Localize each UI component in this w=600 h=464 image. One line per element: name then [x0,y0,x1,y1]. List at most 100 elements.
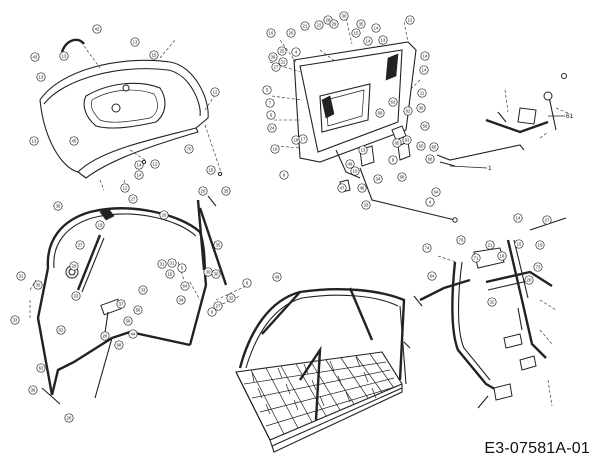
callout-number: 44 [131,332,136,337]
callout-number: 31 [170,261,175,266]
callout-number: 19 [273,147,278,152]
callout-number: 76 [459,238,464,243]
callout-number: 30 [206,270,211,275]
callout-number: 46 [360,186,365,191]
callout-number: 15 [517,242,522,247]
callout-64: 64 [180,281,190,291]
callout-36: 36 [416,103,426,113]
callout-number: 10 [353,169,358,174]
callout-number: 15 [168,272,173,277]
callout-number: 33 [74,294,79,299]
callout-7: 7 [265,98,275,108]
callout-19: 19 [535,240,545,250]
callout-20: 20 [159,210,169,220]
callout-76: 76 [456,235,466,245]
callout-49: 49 [272,272,282,282]
callout-number: 27 [545,218,550,223]
callout-number: 12 [153,162,158,167]
callout-number: 34 [376,177,381,182]
callout-62: 62 [403,106,413,116]
callout-13: 13 [29,136,39,146]
callout-30: 30 [203,267,213,277]
callout-21: 21 [300,21,310,31]
callout-12: 12 [210,87,220,97]
callout-number: 17 [301,137,306,142]
callout-13: 13 [358,145,368,155]
callout-43: 43 [30,52,40,62]
callout-16: 16 [497,251,507,261]
callout-number: 15 [209,168,214,173]
callout-63: 63 [388,97,398,107]
callout-number: 62 [406,109,411,114]
callout-12: 12 [120,183,130,193]
callout-number: 68 [117,343,122,348]
callout-number: 32 [229,296,234,301]
callout-number: 32 [490,300,495,305]
callout-37: 37 [75,240,85,250]
callout-number: 34 [179,298,184,303]
callout-number: 20 [201,189,206,194]
callout-15: 15 [149,50,159,60]
callout-68: 68 [397,172,407,182]
pedal-frame-assembly [413,217,567,409]
callout-number: 12 [408,18,413,23]
callout-15: 15 [206,165,216,175]
callout-number: 14 [422,68,427,73]
callout-number: 12 [213,90,218,95]
callout-31: 31 [167,258,177,268]
callout-13: 13 [36,72,46,82]
callout-number: 63 [405,138,410,143]
callout-44: 44 [128,329,138,339]
callout-number: 39 [271,55,276,60]
callout-number: 21 [488,243,493,248]
callout-number: 59 [126,319,131,324]
callout-8: 8 [388,155,398,165]
callout-number: 37 [119,302,124,307]
callout-number: 18 [294,138,299,143]
callout-66: 66 [425,154,435,164]
callout-30: 30 [33,280,43,290]
callout-number: 14 [516,216,521,221]
callout-number: 65 [432,145,437,150]
callout-number: 63 [391,100,396,105]
label-61: 61 [566,113,574,120]
callout-number: 62 [59,328,64,333]
callout-number: 43 [33,55,38,60]
callout-27: 27 [213,301,223,311]
callout-33: 33 [138,285,148,295]
callout-number: 29 [332,22,337,27]
callout-31: 31 [16,271,26,281]
callout-30: 30 [339,11,349,21]
callout-number: 73 [536,265,541,270]
callout-14: 14 [363,36,373,46]
callout-64: 64 [431,187,441,197]
callout-number: 49 [348,162,353,167]
callout-number: 8 [246,281,249,286]
callout-13: 13 [59,51,69,61]
callout-35: 35 [213,240,223,250]
callout-14: 14 [513,213,523,223]
callout-32: 32 [487,297,497,307]
callout-number: 21 [303,24,308,29]
callout-4: 4 [425,197,435,207]
callout-number: 25 [280,49,285,54]
callout-number: 6 [270,113,273,118]
callout-number: 27 [274,65,279,70]
callout-56: 56 [420,121,430,131]
label-1: 1 [488,165,492,172]
callout-15: 15 [514,239,524,249]
callout-number: 14 [366,39,371,44]
callout-number: 27 [216,304,221,309]
callout-14: 14 [134,160,144,170]
callout-number: 35 [359,22,364,27]
callout-number: 69 [378,111,383,116]
callout-number: 16 [500,254,505,259]
callout-number: 13 [62,54,67,59]
callout-11: 11 [417,88,427,98]
callout-number: 20 [162,213,167,218]
callout-13: 13 [378,35,388,45]
callout-28: 28 [64,413,74,423]
callout-13: 13 [130,37,140,47]
callout-number: 74 [425,246,430,251]
